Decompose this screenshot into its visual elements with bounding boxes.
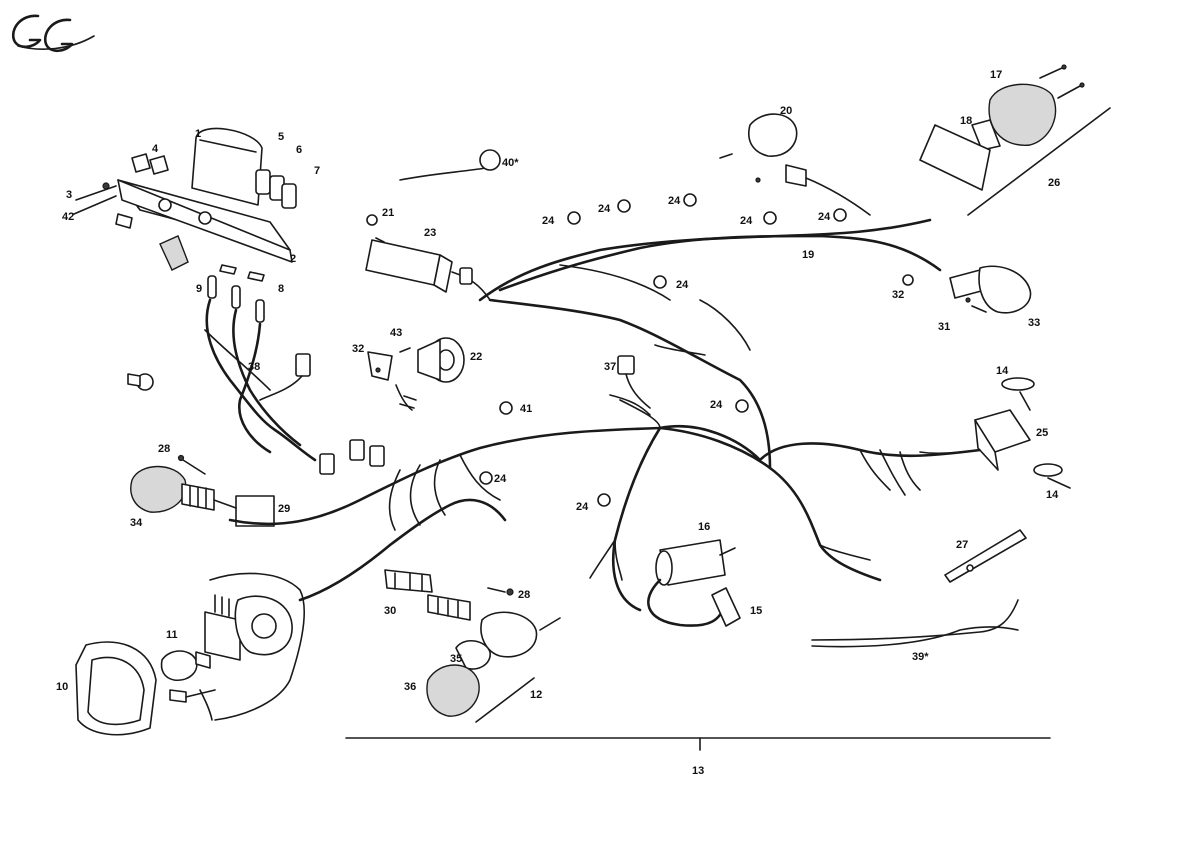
assembly-bracket-13 <box>345 737 1051 751</box>
callout-24f: 24 <box>676 279 689 291</box>
callout-20: 20 <box>780 105 792 117</box>
callout-24a: 24 <box>542 215 555 227</box>
callout-33: 33 <box>1028 317 1040 329</box>
callout-7: 7 <box>314 165 320 177</box>
callout-3: 3 <box>66 189 72 201</box>
callout-24h: 24 <box>494 473 507 485</box>
callout-32a: 32 <box>892 289 904 301</box>
callout-14a: 14 <box>996 365 1009 377</box>
callout-43: 43 <box>390 327 402 339</box>
callout-2: 2 <box>290 253 296 265</box>
regulator-module <box>365 214 491 301</box>
cluster-bulb-harness <box>127 275 335 475</box>
callout-8: 8 <box>278 283 284 295</box>
sensor-lead <box>399 149 501 181</box>
callout-37: 37 <box>604 361 616 373</box>
callout-25: 25 <box>1036 427 1048 439</box>
callout-36: 36 <box>404 681 416 693</box>
callout-35: 35 <box>450 653 462 665</box>
callout-10: 10 <box>56 681 68 693</box>
callout-38: 38 <box>248 361 260 373</box>
callout-24g: 24 <box>710 399 723 411</box>
callout-17: 17 <box>990 69 1002 81</box>
brand-logo <box>11 14 95 53</box>
callout-24d: 24 <box>740 215 753 227</box>
callout-19: 19 <box>802 249 814 261</box>
callout-21: 21 <box>382 207 394 219</box>
callout-22: 22 <box>470 351 482 363</box>
callout-26: 26 <box>1048 177 1060 189</box>
relay-box <box>919 377 1071 489</box>
callout-39: 39* <box>912 651 929 663</box>
callout-31: 31 <box>938 321 950 333</box>
callout-41: 41 <box>520 403 532 415</box>
callout-18: 18 <box>960 115 972 127</box>
callout-27: 27 <box>956 539 968 551</box>
callout-42: 42 <box>62 211 74 223</box>
horn <box>367 337 465 411</box>
main-wiring-harness <box>228 218 982 612</box>
callout-14b: 14 <box>1046 489 1059 501</box>
callout-28a: 28 <box>158 443 170 455</box>
instrument-cluster <box>73 127 297 282</box>
headlight-assembly <box>75 572 305 736</box>
callout-1: 1 <box>195 128 201 140</box>
callout-23: 23 <box>424 227 436 239</box>
callout-5: 5 <box>278 131 284 143</box>
front-right-turn-signal <box>384 569 561 723</box>
callout-4: 4 <box>152 143 159 155</box>
callout-40: 40* <box>502 157 519 169</box>
callout-labels: 1 2 3 4 5 6 7 8 9 10 11 12 13 14 14 15 1… <box>56 69 1060 777</box>
callout-34: 34 <box>130 517 143 529</box>
callout-30: 30 <box>384 605 396 617</box>
callout-24b: 24 <box>598 203 611 215</box>
callout-24c: 24 <box>668 195 681 207</box>
callout-16: 16 <box>698 521 710 533</box>
auxiliary-lead <box>811 599 1019 648</box>
callout-12: 12 <box>530 689 542 701</box>
wire-clips <box>479 193 847 507</box>
callout-24e: 24 <box>818 211 831 223</box>
harness-strap <box>944 529 1027 583</box>
callout-13: 13 <box>692 765 704 777</box>
callout-11: 11 <box>166 629 178 641</box>
callout-28b: 28 <box>518 589 530 601</box>
callout-24i: 24 <box>576 501 589 513</box>
callout-29: 29 <box>278 503 290 515</box>
front-left-turn-signal <box>130 454 275 527</box>
callout-6: 6 <box>296 144 302 156</box>
callout-9: 9 <box>196 283 202 295</box>
callout-15: 15 <box>750 605 762 617</box>
callout-32b: 32 <box>352 343 364 355</box>
rear-lights <box>719 64 1111 314</box>
ignition-coil <box>647 539 741 627</box>
